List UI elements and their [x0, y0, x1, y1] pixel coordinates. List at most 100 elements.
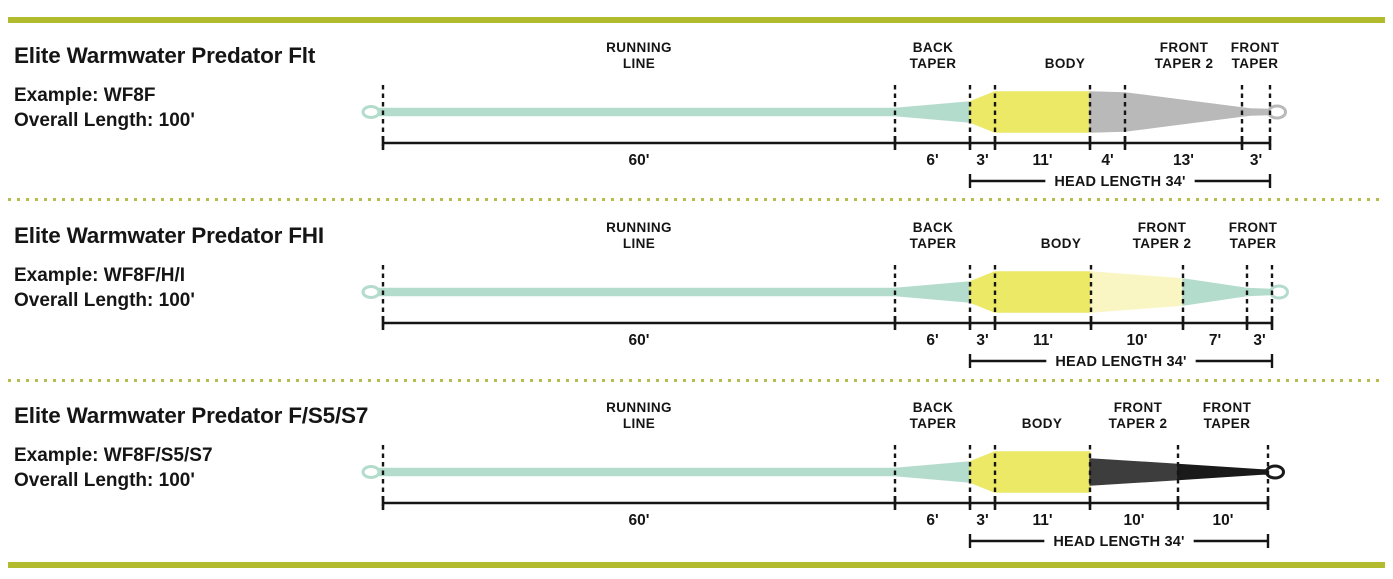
- line-example: Example: WF8F: [14, 85, 156, 107]
- segment-length-label: 7': [1209, 332, 1221, 349]
- line-loop-right: [1269, 284, 1289, 300]
- profile-intermediate: [1182, 278, 1248, 306]
- line-title: Elite Warmwater Predator F/S5/S7: [14, 403, 369, 428]
- taper-row-fhi: Elite Warmwater Predator FHI Example: WF…: [0, 210, 1393, 380]
- line-loop-left: [361, 465, 381, 479]
- line-info-block: Elite Warmwater Predator Flt Example: WF…: [14, 43, 370, 133]
- profile-running-line: [378, 107, 896, 117]
- dotted-separator: [8, 379, 1385, 382]
- profile-running-line: [378, 467, 896, 477]
- taper-row-f-s5-s7: Elite Warmwater Predator F/S5/S7 Example…: [0, 390, 1393, 560]
- line-loop-right: [1265, 464, 1285, 480]
- taper-row-flt: Elite Warmwater Predator Flt Example: WF…: [0, 30, 1393, 200]
- section-label-running-line: LINE: [623, 56, 655, 71]
- section-label-back-taper: TAPER: [910, 236, 957, 251]
- dotted-separator: [8, 198, 1385, 201]
- segment-length-label: 3': [976, 332, 988, 349]
- head-length-label-backing: [1044, 532, 1194, 550]
- section-label-front-taper-2: TAPER 2: [1133, 236, 1192, 251]
- profile-sink7-section: [1177, 463, 1263, 481]
- profile-body-rear-taper: [969, 451, 996, 493]
- profile-front-taper-2: [1124, 92, 1251, 132]
- section-label-front-taper-2: TAPER 2: [1109, 416, 1168, 431]
- profile-hover-section: [1090, 271, 1184, 313]
- segment-length-label: 10': [1213, 512, 1234, 529]
- section-label-front-taper-2: FRONT: [1160, 40, 1209, 55]
- segment-length-label: 11': [1032, 152, 1052, 169]
- head-length-label: HEAD LENGTH 34': [1055, 354, 1186, 370]
- segment-length-label: 3': [976, 512, 988, 529]
- segment-length-label: 60': [629, 512, 650, 529]
- section-label-running-line: RUNNING: [606, 40, 672, 55]
- segment-length-label: 60': [629, 332, 650, 349]
- section-label-running-line: RUNNING: [606, 400, 672, 415]
- segment-length-label: 10': [1127, 332, 1148, 349]
- segment-length-label: 11': [1033, 332, 1053, 349]
- top-accent-bar: [8, 17, 1385, 23]
- section-label-front-taper-2: FRONT: [1114, 400, 1163, 415]
- segment-length-label: 60': [629, 152, 650, 169]
- line-title: Elite Warmwater Predator FHI: [14, 223, 324, 248]
- section-label-front-taper: FRONT: [1229, 220, 1278, 235]
- segment-length-label: 11': [1032, 512, 1052, 529]
- profile-back-taper: [894, 281, 971, 303]
- segment-length-label: 6': [926, 332, 938, 349]
- section-label-body: BODY: [1045, 56, 1086, 71]
- section-label-front-taper-2: FRONT: [1138, 220, 1187, 235]
- section-label-front-taper: TAPER: [1230, 236, 1277, 251]
- profile-body: [994, 271, 1092, 313]
- line-overall-length: Overall Length: 100': [14, 470, 195, 492]
- section-label-running-line: LINE: [623, 236, 655, 251]
- profile-back-taper: [894, 461, 971, 483]
- section-label-body: BODY: [1022, 416, 1063, 431]
- line-loop-right: [1267, 104, 1287, 120]
- section-label-front-taper-2: TAPER 2: [1155, 56, 1214, 71]
- segment-length-label: 10': [1124, 512, 1145, 529]
- segment-length-label: 4': [1101, 152, 1113, 169]
- section-label-back-taper: TAPER: [910, 416, 957, 431]
- segment-length-label: 3': [1250, 152, 1262, 169]
- line-example: Example: WF8F/H/I: [14, 265, 186, 287]
- bottom-accent-bar: [8, 562, 1385, 568]
- section-label-front-taper: TAPER: [1232, 56, 1279, 71]
- line-info-block: Elite Warmwater Predator F/S5/S7 Example…: [14, 403, 370, 493]
- segment-length-label: 3': [1253, 332, 1265, 349]
- section-label-running-line: LINE: [623, 416, 655, 431]
- line-info-block: Elite Warmwater Predator FHI Example: WF…: [14, 223, 370, 313]
- segment-length-label: 13': [1173, 152, 1194, 169]
- section-label-back-taper: TAPER: [910, 56, 957, 71]
- section-label-front-taper: FRONT: [1231, 40, 1280, 55]
- section-label-back-taper: BACK: [913, 40, 954, 55]
- section-label-back-taper: BACK: [913, 220, 954, 235]
- head-length-label: HEAD LENGTH 34': [1054, 174, 1185, 190]
- profile-running-line: [378, 287, 896, 297]
- profile-body: [994, 91, 1091, 133]
- segment-length-label: 6': [926, 512, 938, 529]
- line-overall-length: Overall Length: 100': [14, 110, 195, 132]
- segment-length-label: 3': [976, 152, 988, 169]
- line-title: Elite Warmwater Predator Flt: [14, 43, 316, 68]
- profile-front-taper-tip: [1246, 287, 1273, 297]
- line-loop-left: [361, 105, 381, 119]
- section-label-front-taper: FRONT: [1203, 400, 1252, 415]
- profile-body-rear-taper: [969, 271, 996, 313]
- profile-back-taper: [894, 101, 971, 123]
- line-loop-left: [361, 285, 381, 299]
- head-length-label: HEAD LENGTH 34': [1053, 534, 1184, 550]
- section-label-running-line: RUNNING: [606, 220, 672, 235]
- line-example: Example: WF8F/S5/S7: [14, 445, 213, 467]
- head-length-label-backing: [1045, 172, 1195, 190]
- profile-body-rear-taper: [969, 91, 996, 133]
- head-length-label-backing: [1046, 352, 1196, 370]
- profile-sink5-section: [1089, 458, 1179, 486]
- profile-body: [994, 451, 1091, 493]
- section-label-front-taper: TAPER: [1204, 416, 1251, 431]
- section-label-back-taper: BACK: [913, 400, 954, 415]
- segment-length-label: 6': [926, 152, 938, 169]
- profile-belly-hold: [1089, 91, 1126, 133]
- section-label-body: BODY: [1041, 236, 1082, 251]
